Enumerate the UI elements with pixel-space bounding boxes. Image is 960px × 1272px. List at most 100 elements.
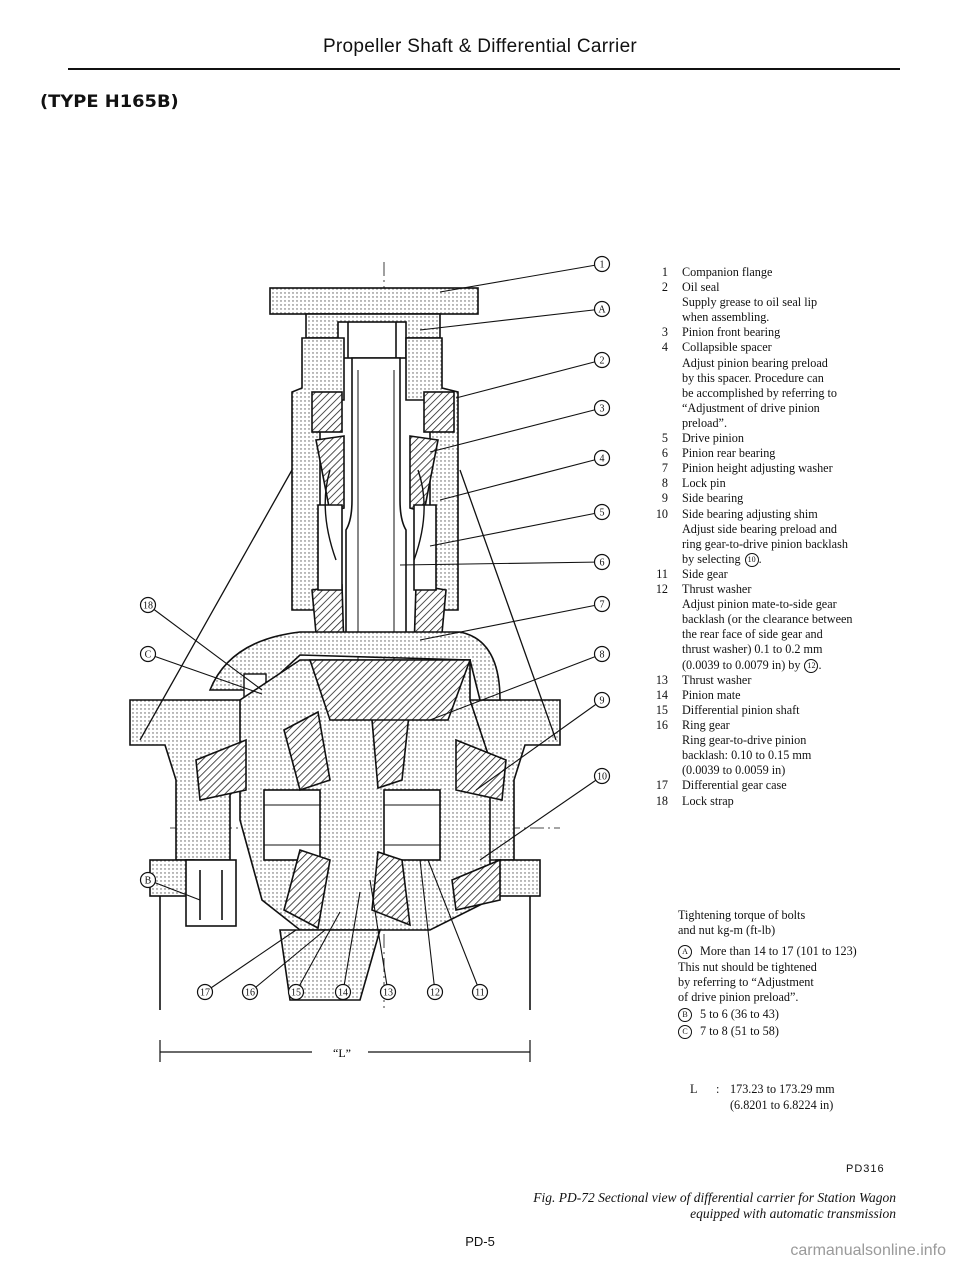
type-label: (TYPE H165B) (40, 92, 179, 112)
legend-label: Side bearing (682, 491, 744, 506)
legend-label: Side bearing adjusting shim (682, 506, 818, 521)
torque-intro-1: Tightening torque of bolts (678, 908, 806, 922)
callout-circle (593, 503, 611, 521)
callout-circle (593, 595, 611, 613)
legend-number: 12 (655, 582, 668, 597)
legend-label: Thrust washer (682, 672, 752, 687)
callout-ref-icon: 12 (804, 658, 819, 673)
legend-note: by this spacer. Procedure can (682, 370, 824, 385)
dimension-l-label: “L” (333, 1046, 351, 1060)
callout-leader (295, 911, 341, 993)
legend-note: backlash: 0.10 to 0.15 mm (682, 748, 812, 763)
callout-number: 6 (600, 558, 605, 569)
legend-number: 10 (655, 506, 668, 521)
callout-leader (455, 359, 603, 399)
callout-circle (379, 983, 397, 1001)
legend-note: Adjust pinion mate-to-side gear (682, 597, 837, 612)
callout-leader (419, 308, 603, 331)
legend-label: Lock strap (682, 793, 734, 808)
legend-note: be accomplished by referring to (682, 385, 837, 400)
legend-number: 7 (661, 461, 668, 476)
torque-a-note-3: of drive pinion preload”. (678, 990, 799, 1005)
callout-leader (427, 859, 481, 993)
callout-number: 4 (600, 454, 605, 465)
callout-leader (429, 407, 603, 453)
differential-case (195, 659, 507, 1001)
legend-item: 17 Differential gear case (650, 778, 920, 793)
callout-number: 8 (600, 650, 605, 661)
callout-number: 14 (338, 988, 348, 999)
callout-circle (139, 596, 157, 614)
dimension-sep: : (716, 1082, 720, 1096)
callout-number: 15 (291, 988, 301, 999)
companion-flange (269, 287, 479, 359)
legend-label: Side gear (682, 566, 728, 581)
torque-a-note-2: by referring to “Adjustment (678, 974, 814, 989)
drive-pinion-shaft (324, 357, 425, 660)
callout-circle (241, 983, 259, 1001)
callout-leader (419, 859, 436, 993)
callout-leader (475, 699, 603, 791)
legend-number: 1 (661, 265, 668, 279)
dimension-value-in: (6.8201 to 6.8224 in) (730, 1097, 834, 1112)
profile-lines (139, 469, 557, 741)
legend-note: (0.0039 to 0.0059 in) (682, 763, 786, 778)
callout-circle (196, 983, 214, 1001)
dimension-l (159, 1040, 531, 1062)
legend-label: Pinion rear bearing (682, 446, 776, 461)
callout-circle (139, 871, 157, 889)
legend-number: 3 (661, 325, 668, 340)
callout-circle (593, 351, 611, 369)
legend-item: 6 Pinion rear bearing (650, 446, 920, 461)
torque-c-value: 7 to 8 (51 to 58) (700, 1024, 779, 1039)
legend-note-suffix: . (758, 551, 762, 566)
figure-code: PD316 (846, 1163, 885, 1175)
legend-note-text: (0.0039 to 0.0079 in) by (682, 657, 801, 672)
legend-item: 12 Thrust washer (650, 582, 920, 597)
legend-item: 10 Side bearing adjusting shim (650, 507, 920, 522)
callout-circle (593, 449, 611, 467)
legend-number: 15 (655, 702, 668, 717)
legend-label: Lock pin (682, 476, 726, 491)
callout-circle (593, 691, 611, 709)
header-rule (68, 68, 900, 70)
legend-note: preload”. (682, 415, 728, 430)
legend-number: 18 (655, 793, 668, 808)
legend-number: 13 (655, 672, 668, 687)
legend-number: 17 (655, 778, 668, 793)
callout-circle (471, 983, 489, 1001)
callout-number: C (145, 650, 152, 661)
legend-label: Thrust washer (682, 582, 752, 597)
callout-number: 11 (475, 988, 485, 999)
callout-leader (429, 653, 603, 721)
legend-label: Collapsible spacer (682, 340, 772, 355)
callout-leader (479, 775, 603, 861)
callout-number: 3 (600, 404, 605, 415)
legend-label: Differential gear case (682, 778, 787, 793)
callout-number: 1 (600, 260, 605, 271)
callout-number: 13 (383, 988, 393, 999)
callout-circle (426, 983, 444, 1001)
legend-note: Adjust side bearing preload and (682, 521, 838, 536)
caption-line-1: Fig. PD-72 Sectional view of differentia… (533, 1190, 896, 1205)
ref-a-icon: A (678, 945, 692, 960)
callout-circle (593, 255, 611, 273)
legend-note: “Adjustment of drive pinion (682, 400, 820, 415)
torque-row-a: A More than 14 to 17 (101 to 123) (678, 944, 918, 960)
callout-number: 12 (430, 988, 440, 999)
legend-number: 6 (661, 446, 668, 461)
callout-ref-icon: 10 (744, 552, 759, 567)
legend-note: ring gear-to-drive pinion backlash (682, 536, 848, 551)
legend-note: thrust washer) 0.1 to 0.2 mm (682, 642, 823, 657)
dimension-key: L (690, 1082, 698, 1096)
callout-leader (147, 653, 263, 695)
